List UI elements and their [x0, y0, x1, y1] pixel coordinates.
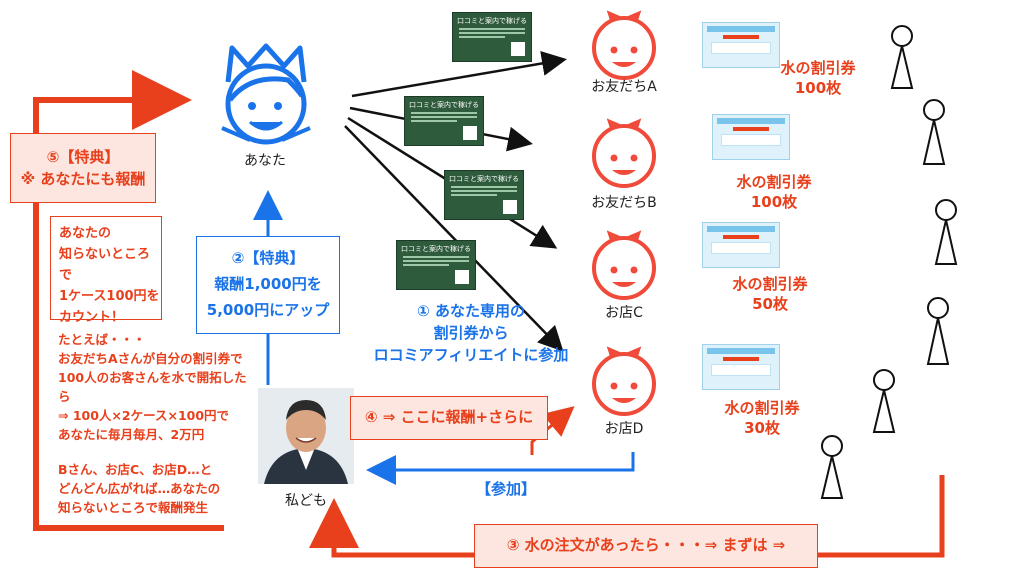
- card-title: 口コミと案内で稼げる: [409, 101, 479, 109]
- arrow-reward-to-store-d: [530, 406, 575, 455]
- explain-example-text: たとえば・・・ お友だちAさんが自分の割引券で 100人のお客さんを水で開拓した…: [58, 332, 247, 442]
- referral-card: 口コミと案内で稼げる: [404, 96, 484, 146]
- step5-box: ⑤【特典】 ※ あなたにも報酬: [10, 133, 156, 203]
- water-coupon-image: [712, 114, 790, 160]
- customer-figure-icon: [934, 199, 958, 265]
- card-title: 口コミと案内で稼げる: [401, 245, 471, 253]
- you-mascot-icon: [221, 43, 311, 145]
- qr-code-icon: [503, 200, 517, 214]
- water-coupon-image: [702, 344, 780, 390]
- arrow-you-to-friend-a: [351, 51, 567, 98]
- us-label: 私ども: [285, 493, 327, 509]
- step1-text: ① あなた専用の 割引券から ロコミアフィリエイトに参加: [373, 302, 569, 364]
- card-title: 口コミと案内で稼げる: [449, 175, 519, 183]
- friend-a-label: お友だちA: [591, 79, 657, 95]
- customer-figure-icon: [890, 25, 914, 89]
- qr-code-icon: [455, 270, 469, 284]
- step5-text: ※ あなたにも報酬: [20, 170, 146, 188]
- arrow-reward-loop: [33, 70, 224, 531]
- step2-box: ②【特典】 報酬1,000円を 5,000円にアップ: [196, 236, 340, 334]
- store-c-label: お店C: [605, 305, 643, 321]
- you-label: あなた: [244, 153, 286, 169]
- store-d-label: お店D: [604, 421, 644, 437]
- step2-title: ②【特典】: [231, 249, 305, 267]
- water-coupon-image: [702, 222, 780, 268]
- store-c-mascot-icon: [592, 230, 656, 300]
- friend-b-label: お友だちB: [591, 195, 657, 211]
- arrow-join: [366, 452, 635, 485]
- card-title: 口コミと案内で稼げる: [457, 17, 527, 25]
- friend-b-mascot-icon: [592, 118, 656, 188]
- join-label: 【参加】: [475, 480, 536, 498]
- arrow-you-to-store-d: [344, 125, 564, 352]
- step3-box: ③ 水の注文があったら・・・⇒ まずは ⇒: [474, 524, 818, 568]
- friend-a-mascot-icon: [592, 10, 656, 80]
- water-coupon-image: [702, 22, 780, 68]
- referral-card: 口コミと案内で稼げる: [452, 12, 532, 62]
- person-photo-icon: [258, 388, 354, 484]
- customer-figure-icon: [922, 99, 946, 165]
- customer-figure-icon: [926, 297, 950, 365]
- step5-title: ⑤【特典】: [46, 148, 120, 166]
- qr-code-icon: [463, 126, 477, 140]
- referral-card: 口コミと案内で稼げる: [444, 170, 524, 220]
- explain-spread-text: Bさん、お店C、お店D…と どんどん広がれば…あなたの 知らないところで報酬発生: [58, 462, 221, 515]
- referral-card: 口コミと案内で稼げる: [396, 240, 476, 290]
- store-d-mascot-icon: [592, 346, 656, 416]
- qr-code-icon: [511, 42, 525, 56]
- step4-box: ④ ⇒ ここに報酬+さらに: [350, 396, 548, 440]
- us-photo: [258, 388, 354, 484]
- customer-figure-icon: [820, 435, 844, 499]
- explain-count-box: あなたの 知らないところで 1ケース100円を カウント！: [50, 216, 162, 325]
- customer-figure-icon: [872, 369, 896, 433]
